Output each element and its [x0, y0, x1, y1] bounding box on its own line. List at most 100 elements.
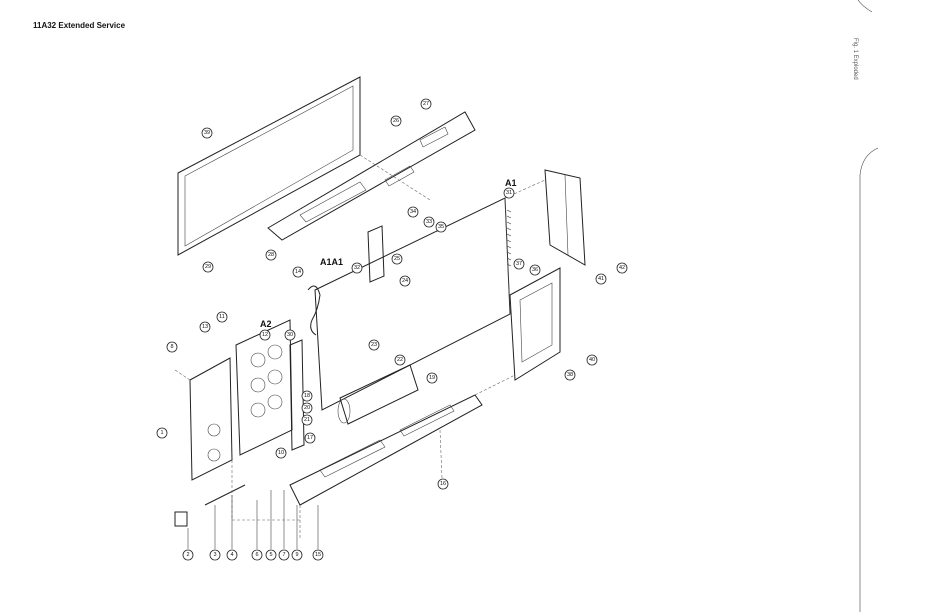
callout-3: 3 — [210, 550, 220, 560]
svg-text:2: 2 — [186, 552, 189, 558]
svg-text:8: 8 — [170, 344, 173, 350]
svg-text:31: 31 — [506, 190, 512, 196]
callout-27: 27 — [421, 99, 431, 109]
callout-29: 29 — [203, 262, 213, 272]
callout-4: 4 — [227, 550, 237, 560]
callout-1: 1 — [157, 428, 167, 438]
front-panel — [190, 358, 232, 480]
svg-text:29: 29 — [205, 264, 211, 270]
rear-bracket — [510, 268, 560, 380]
svg-text:23: 23 — [371, 342, 377, 348]
page-edge-right — [860, 148, 878, 612]
svg-text:39: 39 — [204, 130, 210, 136]
upper-chassis-rail — [268, 112, 475, 240]
ribbon-cable — [308, 286, 320, 335]
assembly-label-a2: A2 — [260, 319, 272, 329]
svg-text:30: 30 — [287, 332, 293, 338]
plug-in-module — [338, 365, 418, 424]
callout-12: 12 — [260, 330, 270, 340]
svg-text:27: 27 — [423, 101, 429, 107]
svg-text:11: 11 — [219, 314, 225, 320]
svg-text:1: 1 — [160, 430, 163, 436]
callout-18: 18 — [302, 391, 312, 401]
callout-13: 13 — [200, 322, 210, 332]
svg-text:14: 14 — [295, 269, 301, 275]
main-circuit-board — [315, 198, 511, 410]
callout-22: 22 — [395, 355, 405, 365]
callout-6: 6 — [252, 550, 262, 560]
svg-text:3: 3 — [213, 552, 216, 558]
svg-text:12: 12 — [262, 332, 268, 338]
svg-text:4: 4 — [230, 552, 233, 558]
svg-text:24: 24 — [402, 278, 408, 284]
svg-text:37: 37 — [516, 261, 522, 267]
svg-text:18: 18 — [304, 393, 310, 399]
svg-text:34: 34 — [410, 209, 416, 215]
callout-23: 23 — [369, 340, 379, 350]
callout-16: 16 — [438, 479, 448, 489]
callout-30: 30 — [285, 330, 295, 340]
callout-37: 37 — [514, 259, 524, 269]
callout-5: 5 — [266, 550, 276, 560]
svg-text:19: 19 — [429, 375, 435, 381]
callout-32: 32 — [352, 263, 362, 273]
svg-text:15: 15 — [315, 552, 321, 558]
callout-41: 41 — [596, 274, 606, 284]
callout-40: 40 — [587, 355, 597, 365]
callout-2: 2 — [183, 550, 193, 560]
assembly-label-a1a1: A1A1 — [320, 257, 343, 267]
push-rod — [205, 485, 245, 505]
alignment-lines — [175, 155, 545, 540]
svg-text:22: 22 — [397, 357, 403, 363]
callout-15: 15 — [313, 550, 323, 560]
svg-text:26: 26 — [393, 118, 399, 124]
sub-board — [368, 226, 384, 282]
svg-text:21: 21 — [304, 417, 310, 423]
callout-10: 10 — [276, 448, 286, 458]
svg-text:9: 9 — [295, 552, 298, 558]
callout-24: 24 — [400, 276, 410, 286]
callout-8: 8 — [167, 342, 177, 352]
callout-14: 14 — [293, 267, 303, 277]
callout-21: 21 — [302, 415, 312, 425]
bottom-leader-lines — [188, 490, 318, 549]
callout-28: 28 — [266, 250, 276, 260]
svg-text:32: 32 — [354, 265, 360, 271]
svg-text:6: 6 — [255, 552, 258, 558]
callout-39: 39 — [202, 128, 212, 138]
svg-text:20: 20 — [304, 405, 310, 411]
knob — [175, 512, 187, 526]
lower-chassis-rail — [290, 395, 482, 505]
svg-text:35: 35 — [438, 224, 444, 230]
callout-36: 36 — [530, 265, 540, 275]
svg-text:28: 28 — [268, 252, 274, 258]
callout-19: 19 — [427, 373, 437, 383]
svg-text:17: 17 — [307, 435, 313, 441]
callout-17: 17 — [305, 433, 315, 443]
callout-25: 25 — [392, 254, 402, 264]
callout-35: 35 — [436, 222, 446, 232]
callout-31: 31 — [504, 188, 514, 198]
callout-42: 42 — [617, 263, 627, 273]
svg-text:38: 38 — [567, 372, 573, 378]
assembly-label-a1: A1 — [505, 178, 517, 188]
callout-11: 11 — [217, 312, 227, 322]
svg-text:41: 41 — [598, 276, 604, 282]
svg-text:16: 16 — [440, 481, 446, 487]
callout-34: 34 — [408, 207, 418, 217]
svg-text:36: 36 — [532, 267, 538, 273]
page-edge-top — [858, 0, 872, 12]
svg-text:7: 7 — [282, 552, 285, 558]
svg-text:42: 42 — [619, 265, 625, 271]
mounting-bracket — [545, 170, 585, 265]
callout-7: 7 — [279, 550, 289, 560]
svg-text:5: 5 — [269, 552, 272, 558]
svg-text:10: 10 — [278, 450, 284, 456]
callout-20: 20 — [302, 403, 312, 413]
callout-33: 33 — [424, 217, 434, 227]
callout-9: 9 — [292, 550, 302, 560]
svg-text:40: 40 — [589, 357, 595, 363]
svg-text:25: 25 — [394, 256, 400, 262]
callout-38: 38 — [565, 370, 575, 380]
